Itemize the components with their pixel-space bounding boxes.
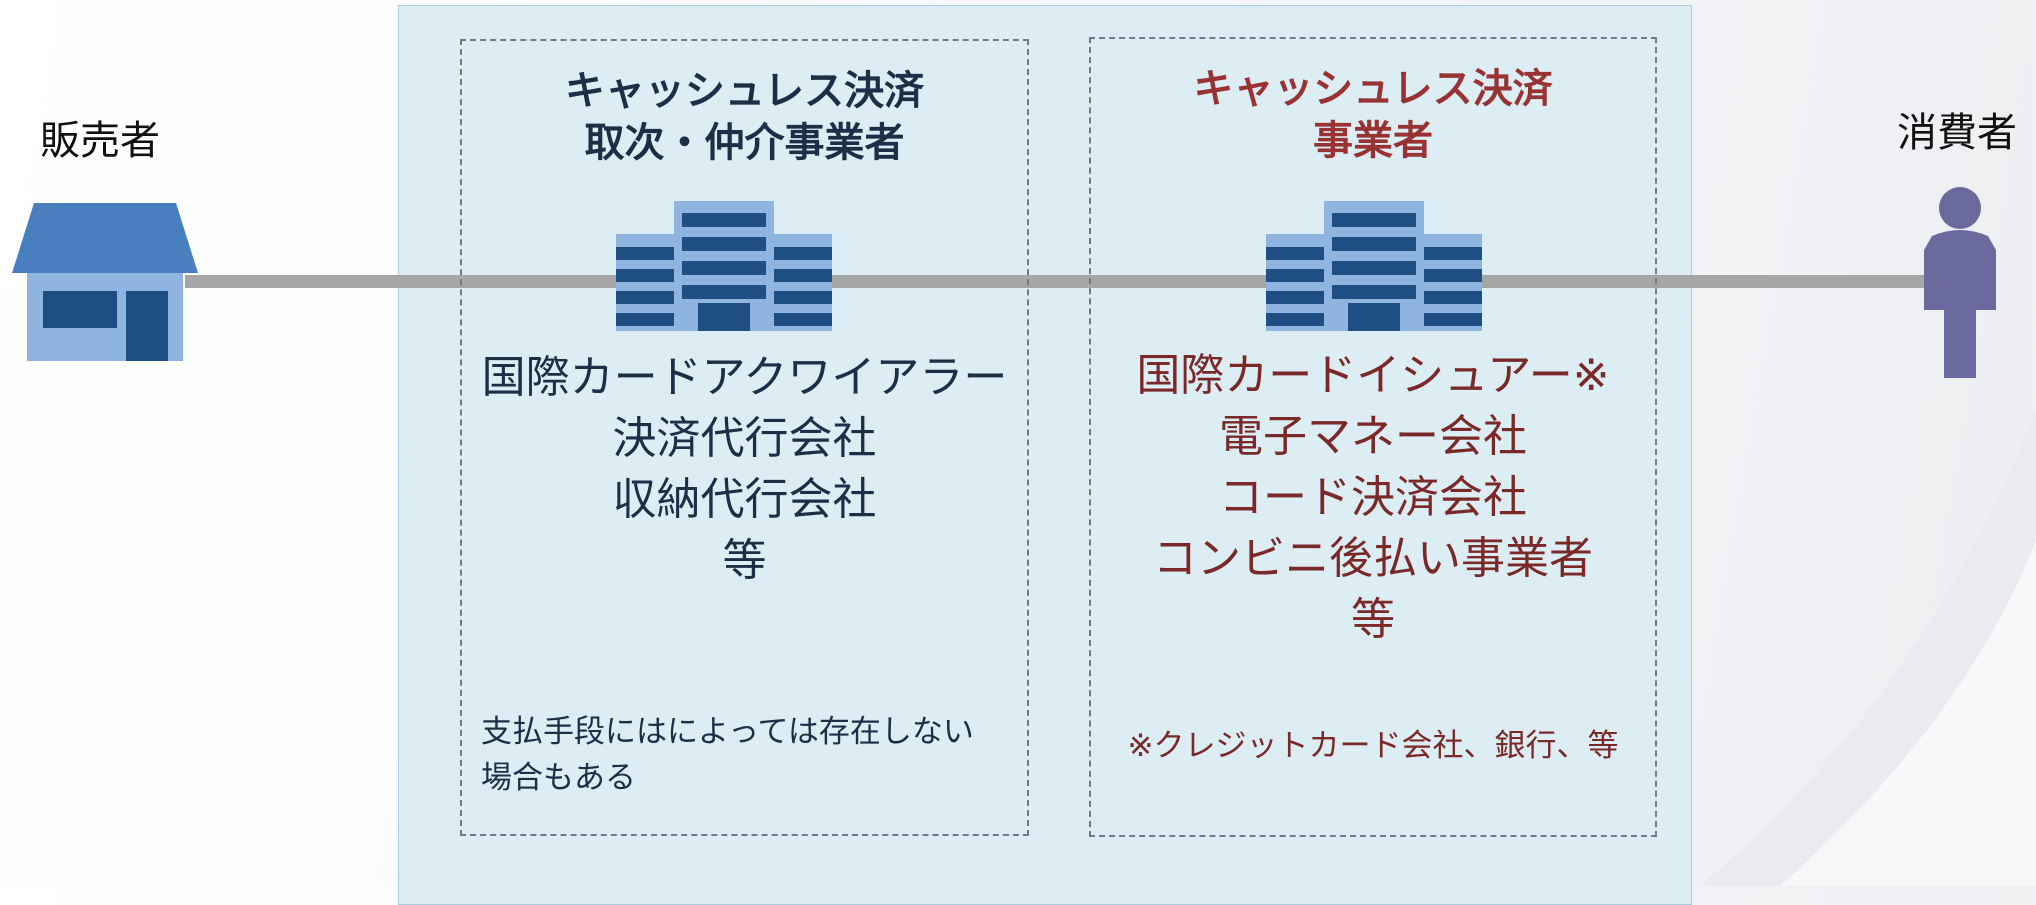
office-building-icon (616, 201, 832, 331)
payment-operators-panel (398, 5, 1692, 905)
background-swoosh (1700, 410, 2036, 886)
intermediary-list: 国際カードアクワイアラー 決済代行会社 収納代行会社 等 (462, 347, 1027, 591)
list-item: コンビニ後払い事業者 (1153, 533, 1593, 584)
office-building-icon (1266, 201, 1482, 331)
list-item: 電子マネー会社 (1219, 411, 1527, 462)
list-item: 国際カードイシュアー※ (1136, 350, 1610, 401)
list-item: 等 (1351, 594, 1395, 645)
list-item: 国際カードアクワイアラー (481, 352, 1008, 403)
provider-note: ※クレジットカード会社、銀行、等 (1127, 728, 1619, 764)
list-item: コード決済会社 (1219, 472, 1527, 523)
seller-label: 販売者 (40, 118, 160, 164)
provider-title: キャッシュレス決済 事業者 (1193, 66, 1553, 164)
intermediary-title: キャッシュレス決済 取次・仲介事業者 (564, 68, 925, 166)
list-item: 等 (722, 535, 767, 586)
shop-icon (12, 203, 198, 361)
list-item: 決済代行会社 (612, 413, 877, 464)
person-icon (1924, 187, 1996, 378)
provider-list: 国際カードイシュアー※ 電子マネー会社 コード決済会社 コンビニ後払い事業者 等 (1091, 345, 1655, 650)
provider-box: キャッシュレス決済 事業者 国際カードイシュアー※ 電子マネー会社 コード決済会… (1089, 37, 1657, 837)
intermediary-box: キャッシュレス決済 取次・仲介事業者 国際カードアクワイアラー 決済代行会社 収… (460, 39, 1029, 836)
consumer-label: 消費者 (1897, 110, 2017, 156)
intermediary-note: 支払手段にはによっては存在しない 場合もある (481, 714, 974, 796)
connection-line (185, 275, 1930, 288)
list-item: 収納代行会社 (612, 474, 877, 525)
